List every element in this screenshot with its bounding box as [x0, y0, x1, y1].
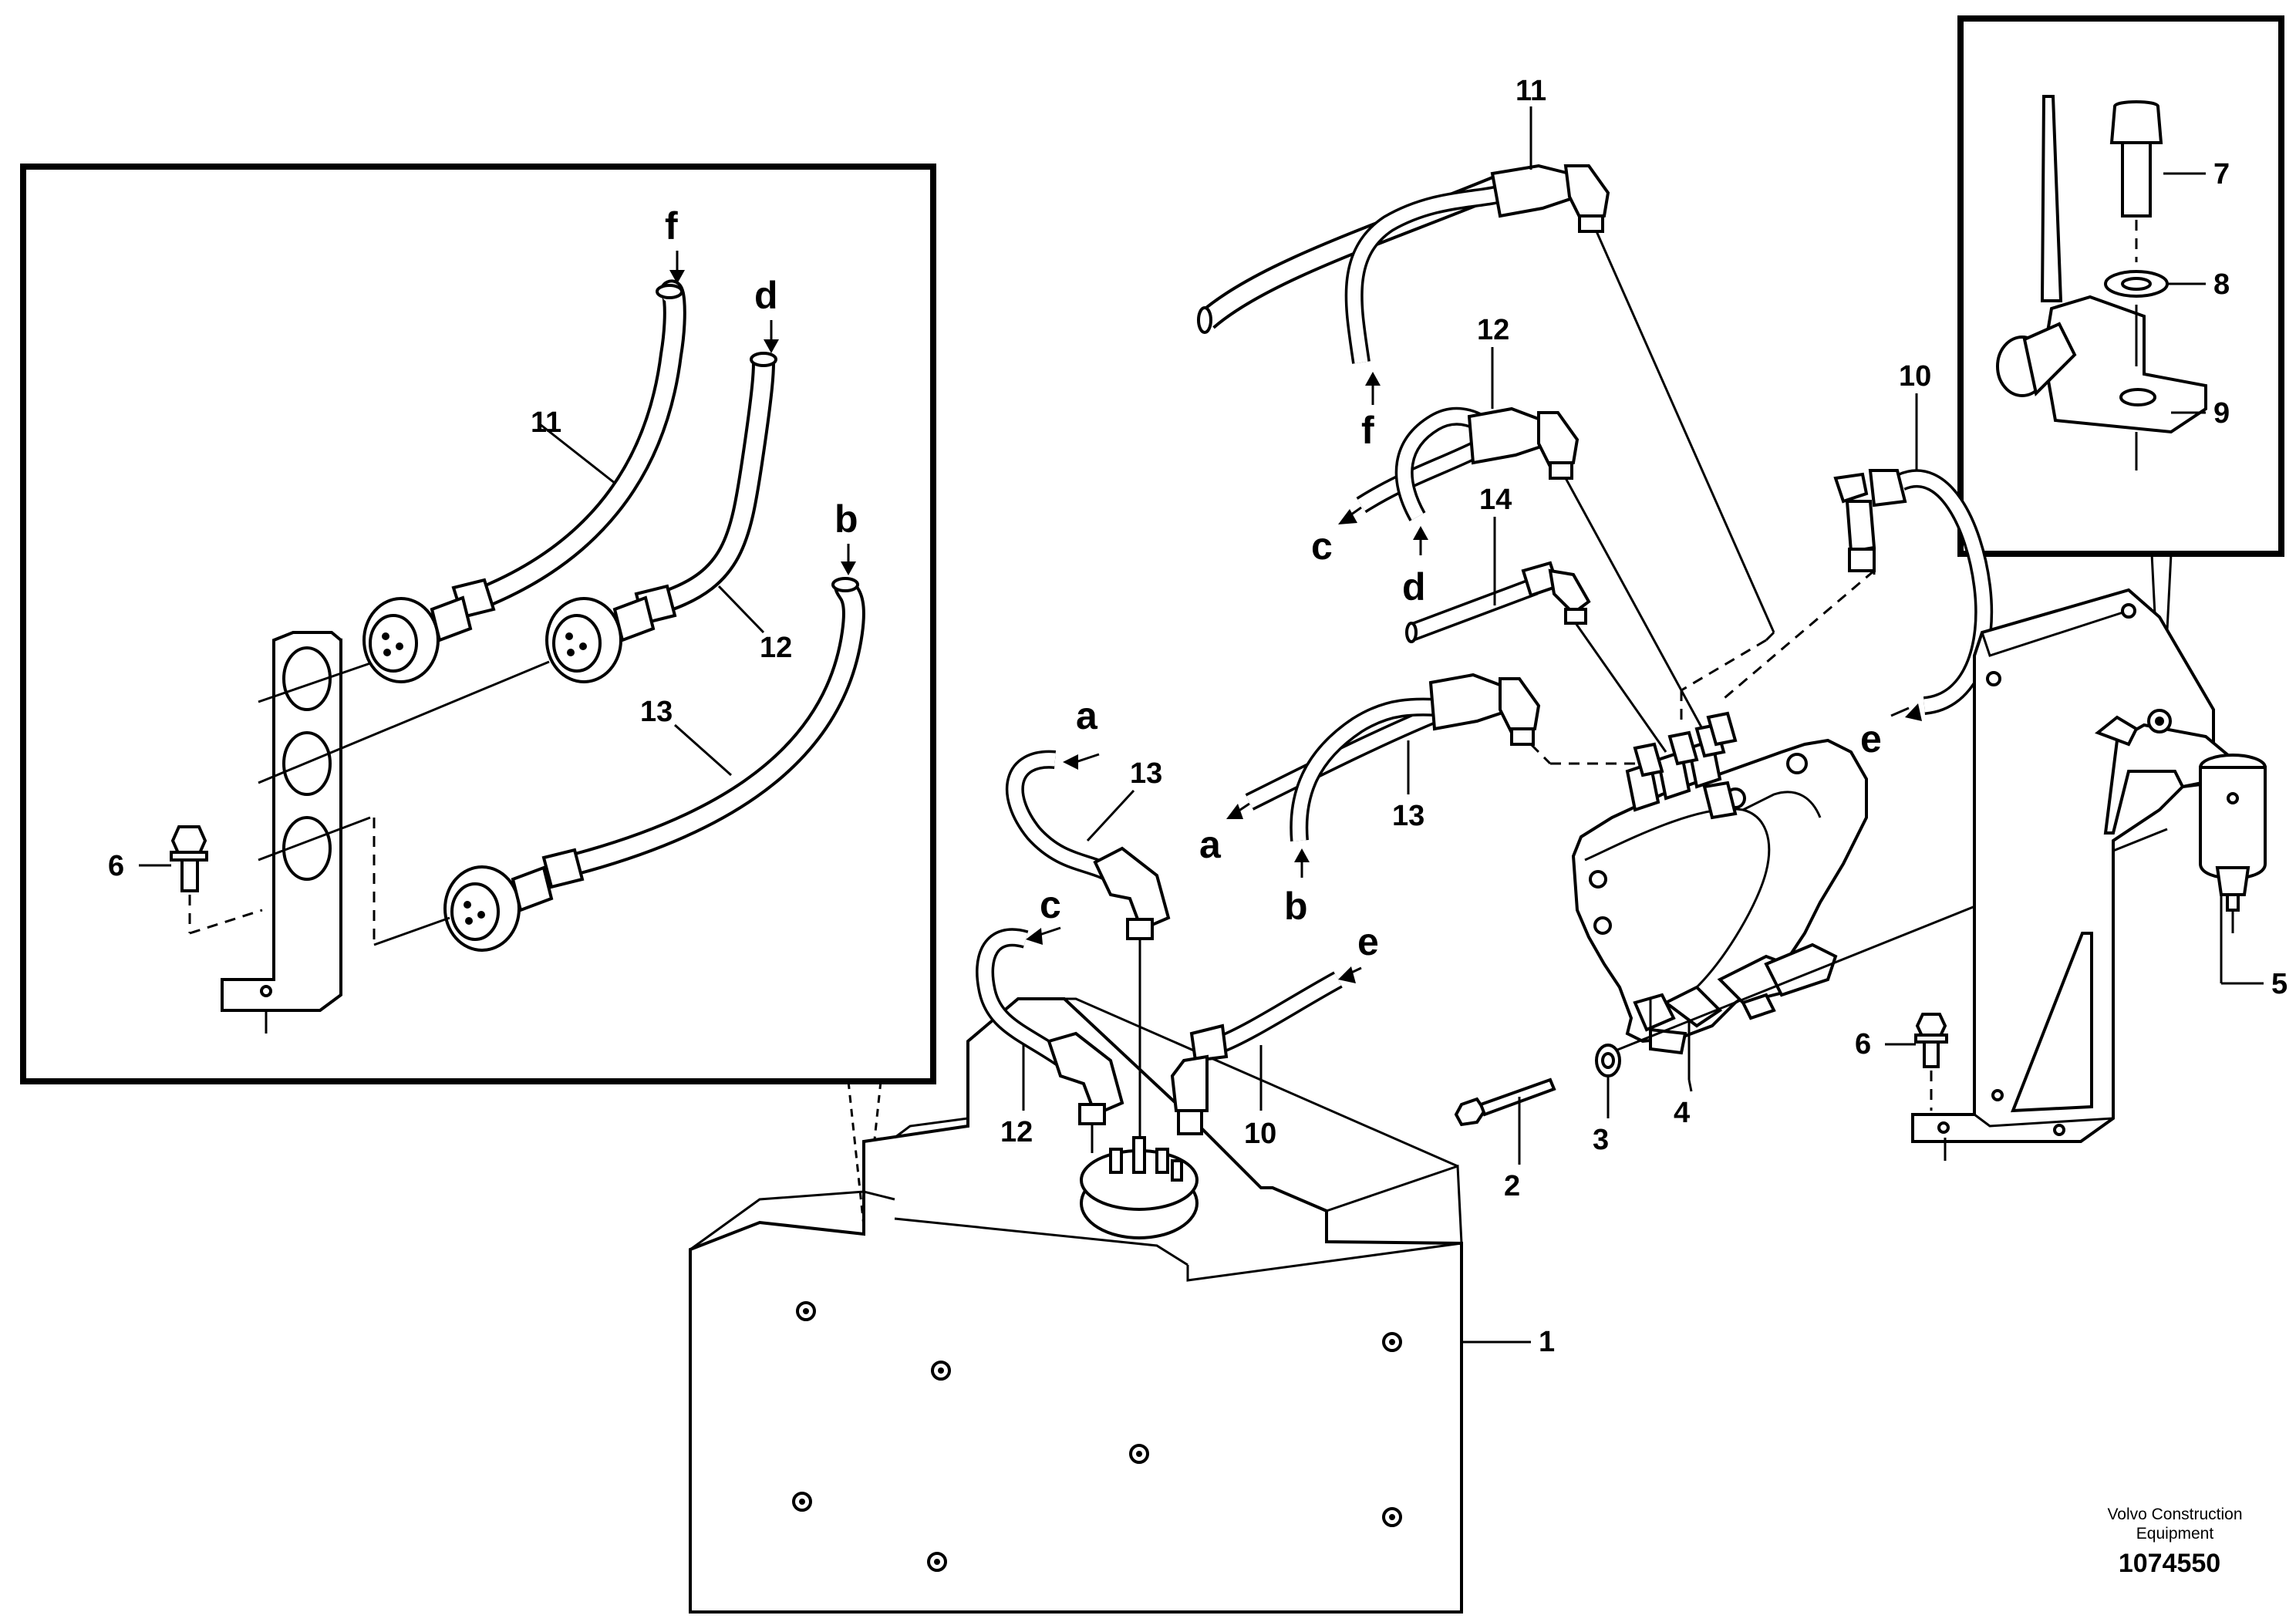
callout-9: 9: [2213, 397, 2230, 430]
letter-c-mid: c: [1311, 524, 1333, 568]
callout-11-detail: 11: [531, 406, 561, 439]
tank: [689, 997, 1463, 1614]
hose-11-detail: [362, 279, 686, 683]
mid-hose-13: [1245, 673, 1541, 841]
fuel-pump: [1571, 711, 1868, 1055]
callout-13-mid: 13: [1392, 800, 1424, 832]
bolt-icon: [170, 825, 263, 935]
letter-e-right: e: [1860, 717, 1882, 760]
hose-12-detail: [545, 352, 777, 683]
fuel-filter: [2095, 709, 2267, 933]
callout-2: 2: [1504, 1170, 1520, 1202]
callout-3: 3: [1593, 1124, 1609, 1156]
detail-pointer: [847, 1081, 865, 1227]
connector-detail-view: 6 11 f: [20, 164, 936, 1227]
letter-d-detail: d: [754, 274, 778, 317]
callout-14: 14: [1479, 484, 1512, 516]
pipe-14: [1405, 561, 1591, 643]
mounting-detail-view: 7 8 9: [1957, 15, 2284, 706]
credit-line-2: Equipment: [2136, 1525, 2214, 1543]
callout-12-tank: 12: [1000, 1116, 1033, 1148]
letter-b-mid: b: [1284, 885, 1308, 928]
bolt-icon: [1914, 1013, 1948, 1111]
letter-f-detail: f: [665, 204, 678, 248]
hose-13-detail: [443, 577, 865, 952]
callout-12-top: 12: [1477, 314, 1509, 346]
callout-10-top: 10: [1899, 360, 1931, 393]
document-number: 1074550: [2119, 1549, 2220, 1578]
letter-f-top: f: [1361, 409, 1374, 452]
letter-a-mid: a: [1199, 823, 1222, 866]
callout-1: 1: [1539, 1326, 1555, 1358]
connector-bracket: [221, 631, 342, 1034]
callout-4: 4: [1674, 1097, 1690, 1129]
tank-hose-12: [976, 928, 1124, 1153]
mid-hose-12: [1356, 406, 1580, 521]
credit-line-1: Volvo Construction: [2107, 1506, 2242, 1523]
mounting-bracket: [1911, 588, 2215, 1143]
letter-b-detail: b: [834, 497, 858, 541]
callout-6-bracket: 6: [1855, 1028, 1871, 1061]
tank-hose-13: [1005, 750, 1171, 1138]
bolt-icon: [1454, 1077, 1556, 1127]
callout-10-tank: 10: [1244, 1118, 1276, 1150]
callout-13-detail: 13: [640, 696, 673, 728]
bolt-icon: [2109, 100, 2163, 262]
callout-7: 7: [2213, 158, 2230, 191]
callout-5: 5: [2271, 968, 2288, 1000]
bolt-heads: [792, 1301, 1402, 1572]
top-hose-11: [1197, 164, 1610, 364]
right-hose-10: [1833, 469, 1994, 715]
letter-d-mid: d: [1402, 565, 1426, 609]
callout-6-detail: 6: [108, 850, 124, 882]
letter-a-tank: a: [1076, 694, 1098, 737]
tank-hose-10: [1170, 971, 1343, 1135]
callout-13-tank: 13: [1130, 757, 1162, 790]
letter-c-tank: c: [1040, 883, 1061, 926]
callout-11-top: 11: [1515, 75, 1546, 107]
letter-e-tank: e: [1357, 920, 1379, 963]
callout-8: 8: [2213, 268, 2230, 301]
callout-12-detail: 12: [760, 632, 792, 664]
